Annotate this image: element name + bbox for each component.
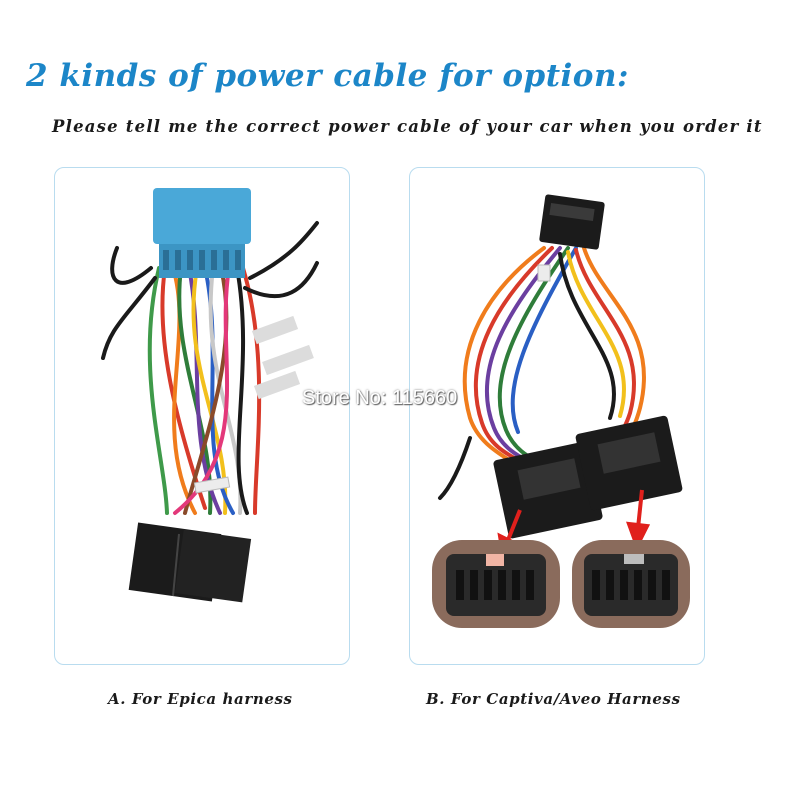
- closeup-right: [572, 540, 690, 628]
- epica-harness-photo: [101, 188, 319, 603]
- black-connector: [128, 522, 252, 603]
- page-subtitle: Please tell me the correct power cable o…: [52, 117, 763, 136]
- zip-tie: [537, 264, 551, 282]
- captiva-aveo-caption: B. For Captiva/Aveo Harness: [426, 690, 681, 708]
- captiva-aveo-harness-panel: [409, 167, 705, 665]
- captiva-aveo-harness-photo: [432, 194, 690, 628]
- lower-connector-left: [493, 441, 603, 539]
- epica-harness-panel: [54, 167, 350, 665]
- blue-connector: [153, 188, 251, 278]
- lower-connector-right: [575, 415, 683, 511]
- top-black-connector: [539, 194, 605, 250]
- wire-label-tags: [251, 315, 314, 400]
- page-title: 2 kinds of power cable for option:: [26, 58, 629, 94]
- red-arrow-right: [626, 489, 651, 552]
- epica-caption: A. For Epica harness: [108, 690, 293, 708]
- zip-tie: [193, 476, 231, 494]
- closeup-left: [432, 540, 560, 628]
- store-watermark: Store No: 115660: [302, 387, 458, 409]
